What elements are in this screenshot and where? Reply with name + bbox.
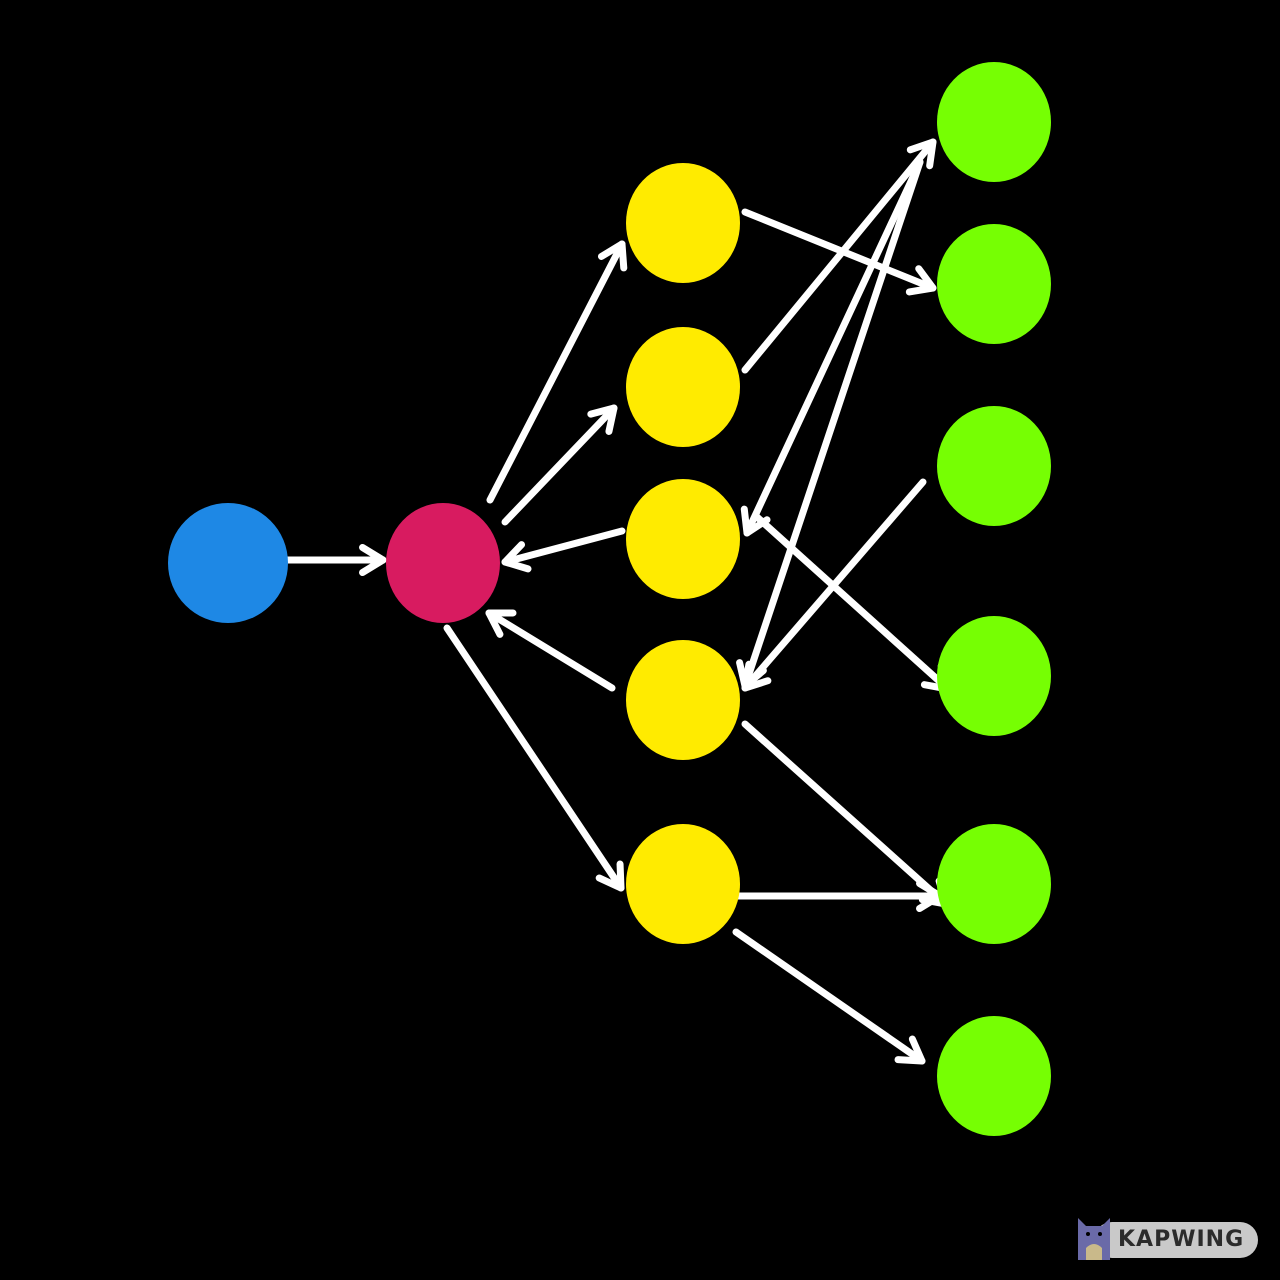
edge-line <box>485 609 616 692</box>
edge-red-y2 <box>501 404 618 526</box>
node-g2 <box>937 224 1051 344</box>
edge-blue-red <box>280 543 387 577</box>
edge-line <box>732 928 926 1065</box>
node-y5 <box>626 824 740 944</box>
edge-line <box>501 404 618 526</box>
edge-line <box>741 138 937 374</box>
node-red <box>386 503 500 623</box>
edge-y2-g1 <box>741 138 937 374</box>
node-g6 <box>937 1016 1051 1136</box>
node-y1 <box>626 163 740 283</box>
nodes-layer <box>168 62 1051 1136</box>
arrowhead <box>595 860 625 892</box>
kapwing-watermark: KAPWING <box>1076 1214 1260 1260</box>
edge-g1-y3 <box>740 158 924 537</box>
edge-y5-g5 <box>732 879 944 913</box>
edge-y3-g4 <box>753 513 952 693</box>
arrowhead <box>485 609 517 638</box>
edge-y5-g6 <box>732 928 926 1065</box>
arrowhead <box>587 404 618 435</box>
arrowhead <box>359 543 387 577</box>
edge-red-y1 <box>486 240 628 504</box>
edge-line <box>741 720 950 908</box>
edge-y1-g2 <box>741 208 937 296</box>
edge-line <box>443 624 625 892</box>
kapwing-cat-icon <box>1078 1218 1110 1260</box>
node-g3 <box>937 406 1051 526</box>
arrowhead <box>501 541 532 573</box>
edge-line <box>486 240 626 504</box>
edge-line <box>741 478 927 692</box>
arrowhead <box>741 660 772 692</box>
node-blue <box>168 503 288 623</box>
edge-y3-red <box>501 527 626 573</box>
watermark-text: KAPWING <box>1118 1227 1245 1252</box>
edge-g1-y4 <box>736 158 924 690</box>
node-y3 <box>626 479 740 599</box>
edge-y4-red <box>485 609 616 692</box>
watermark-pill <box>1094 1222 1258 1258</box>
edge-y4-g5 <box>741 720 950 908</box>
edge-line <box>743 158 924 537</box>
node-g4 <box>937 616 1051 736</box>
edge-line <box>753 513 952 693</box>
arrowhead <box>597 240 628 272</box>
node-y2 <box>626 327 740 447</box>
edge-line <box>501 527 626 566</box>
node-g1 <box>937 62 1051 182</box>
node-y4 <box>626 640 740 760</box>
arrowhead <box>894 1035 926 1065</box>
node-g5 <box>937 824 1051 944</box>
arrowhead <box>905 265 937 296</box>
arrowhead <box>906 138 937 170</box>
edges-layer <box>280 138 952 1065</box>
edge-line <box>741 158 924 690</box>
edge-line <box>741 208 937 292</box>
edge-red-y5 <box>443 624 625 892</box>
edge-g3-y4 <box>741 478 927 692</box>
